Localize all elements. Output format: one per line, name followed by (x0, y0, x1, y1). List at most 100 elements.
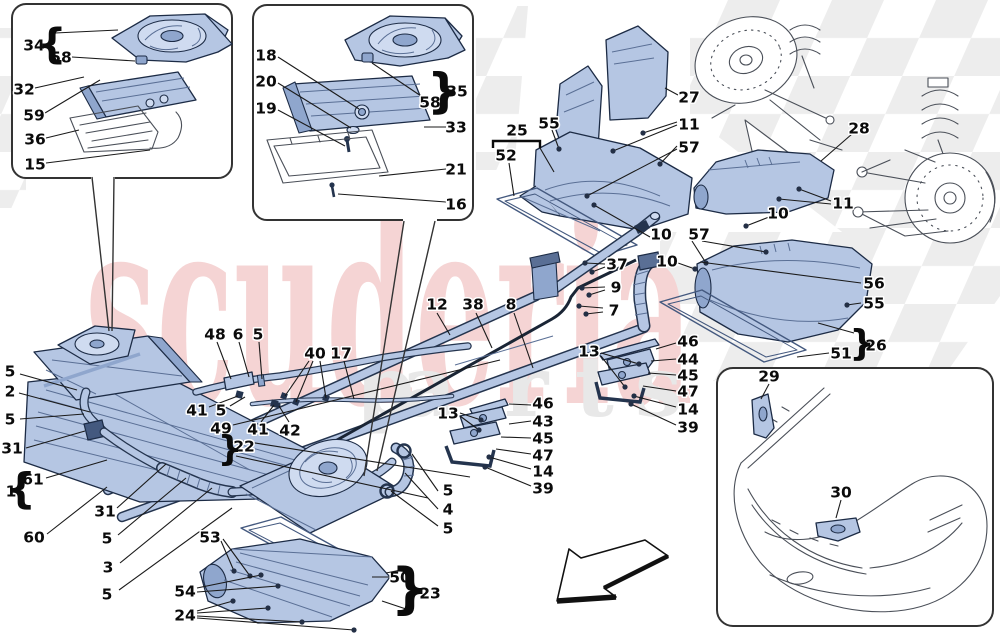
part-number-15: 15 (24, 156, 46, 174)
leader-line (34, 76, 85, 89)
middle-detail-box-group (252, 4, 474, 477)
screw-dot (763, 249, 769, 255)
leader-line (229, 396, 246, 407)
part-number-18: 18 (255, 47, 277, 65)
part-number-10: 10 (656, 253, 678, 271)
screw-dot (486, 454, 492, 460)
part-number-25: 25 (506, 122, 528, 140)
radiator-protection-grille (69, 105, 183, 153)
part-number-58: 58 (50, 49, 72, 67)
leader-line (630, 403, 677, 426)
screw-dot (582, 260, 588, 266)
leader-line (196, 617, 355, 631)
leader-line (495, 448, 532, 455)
part-number-47: 47 (677, 383, 699, 401)
air-duct-28 (693, 149, 835, 215)
leader-line (760, 383, 770, 400)
part-number-2: 2 (5, 383, 16, 401)
leader-line (235, 455, 429, 499)
part-number-56: 56 (863, 275, 885, 293)
leader-line (459, 412, 482, 421)
leader-line (593, 204, 651, 238)
leader-line (664, 87, 679, 96)
duct-gasket-52 (496, 187, 638, 258)
leader-line (119, 487, 213, 564)
leader-line (484, 466, 532, 487)
leader-line (745, 216, 770, 227)
grouping-brace: } (849, 323, 874, 364)
part-number-41: 41 (247, 421, 269, 439)
screw-dot (583, 311, 589, 317)
leader-line (508, 162, 515, 197)
part-number-13: 13 (578, 343, 600, 361)
screw-dot (476, 427, 482, 433)
part-number-32: 32 (13, 81, 35, 99)
part-number-45: 45 (677, 367, 699, 385)
screw-dot (743, 223, 749, 229)
part-number-29: 29 (758, 368, 780, 386)
screw-dot (258, 572, 264, 578)
part-number-51: 51 (830, 345, 852, 363)
part-number-5: 5 (5, 411, 16, 429)
part-number-46: 46 (677, 333, 699, 351)
exploded-view-art (11, 3, 996, 627)
leader-line (585, 311, 604, 315)
air-duct-upper-left (519, 25, 693, 232)
part-number-39: 39 (677, 419, 699, 437)
leader-line (54, 29, 119, 34)
screw-dot (230, 598, 236, 604)
leader-line (196, 585, 279, 593)
part-number-23: 23 (419, 585, 441, 603)
part-number-35: 35 (446, 83, 468, 101)
leader-line (196, 615, 303, 623)
screw-dot (231, 568, 237, 574)
part-number-42: 42 (279, 422, 301, 440)
part-number-57: 57 (688, 226, 710, 244)
leader-line (216, 341, 232, 380)
part-number-58: 58 (419, 94, 441, 112)
grouping-brace: { (6, 464, 36, 513)
leader-line (677, 262, 696, 270)
screw-dot (640, 130, 646, 136)
part-number-60: 60 (23, 529, 45, 547)
part-number-5: 5 (443, 520, 454, 538)
leader-line (411, 453, 439, 492)
screw-dot (589, 269, 595, 275)
bumper-box-group (716, 367, 994, 627)
part-number-5: 5 (102, 586, 113, 604)
part-number-5: 5 (5, 363, 16, 381)
part-number-31: 31 (1, 440, 23, 458)
part-number-27: 27 (678, 89, 700, 107)
leader-line (277, 109, 346, 147)
leader-line (71, 56, 136, 62)
leader-line (578, 305, 604, 309)
leader-line (295, 360, 314, 403)
leader-line (277, 56, 360, 110)
direction-arrow (556, 539, 670, 604)
leader-line (19, 413, 85, 420)
leader-line (232, 359, 501, 426)
part-number-47: 47 (532, 447, 554, 465)
radiator-frame-detail (266, 129, 389, 198)
part-number-61: 61 (22, 471, 44, 489)
leader-line (25, 430, 86, 449)
part-number-4: 4 (443, 501, 454, 519)
leader-line (284, 360, 310, 397)
part-number-40: 40 (304, 345, 326, 363)
leader-line (45, 459, 108, 479)
fan-assembly-detail-2 (344, 15, 466, 67)
part-number-9: 9 (611, 279, 622, 297)
part-number-36: 36 (24, 131, 46, 149)
fan-assembly-detail (111, 13, 233, 63)
leader-line (459, 415, 480, 431)
breather-hoses (192, 342, 472, 408)
part-number-55: 55 (863, 295, 885, 313)
grouping-brace: } (391, 557, 429, 620)
leader-line (238, 341, 250, 378)
part-number-50: 50 (389, 569, 411, 587)
leader-line (196, 574, 262, 589)
leader-line (116, 463, 167, 509)
parts-watermark-letter: r (504, 337, 550, 436)
